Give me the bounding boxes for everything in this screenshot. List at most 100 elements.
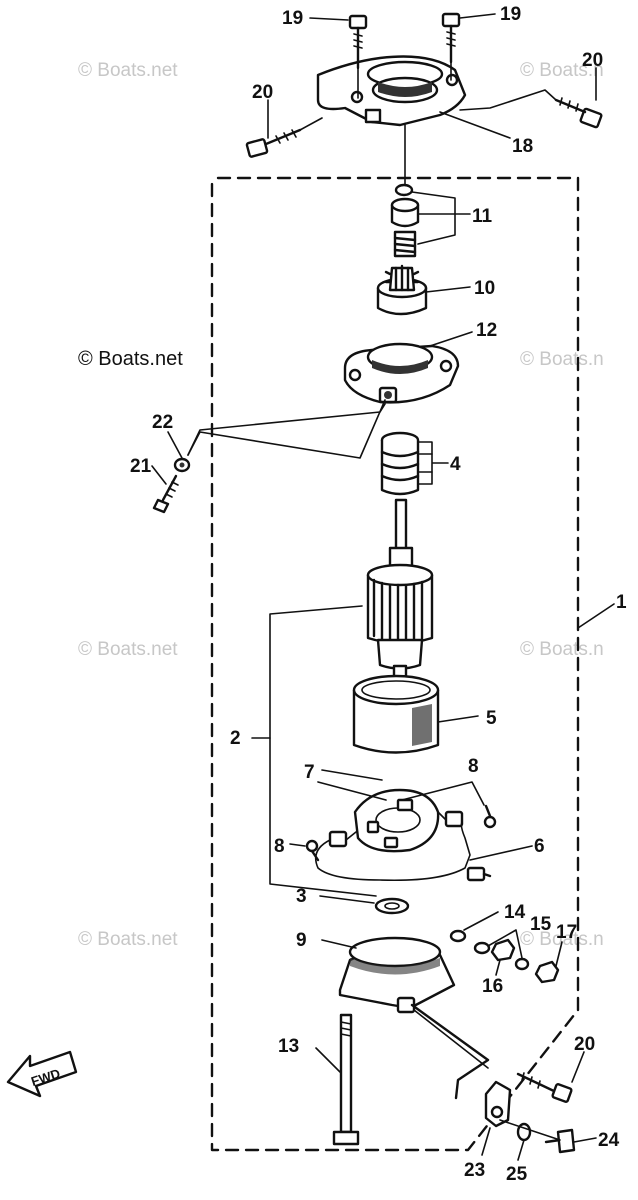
watermark: © Boats.net xyxy=(78,639,178,660)
leader-10 xyxy=(425,286,471,293)
leader-11-bracket xyxy=(411,191,456,245)
leader-19b xyxy=(459,13,496,19)
thrust-washer xyxy=(374,897,410,915)
callout-17: 17 xyxy=(556,922,577,943)
leader-4-ticks xyxy=(417,453,433,473)
yoke xyxy=(352,674,440,754)
leader-20-right-axis xyxy=(459,89,557,111)
callout-25: 25 xyxy=(506,1164,528,1185)
callout-1: 1 xyxy=(616,592,627,613)
callout-13: 13 xyxy=(278,1036,299,1057)
leader-8-left xyxy=(289,843,306,847)
leader-20-left-axis xyxy=(299,117,323,131)
callout-15: 15 xyxy=(530,914,552,935)
leader-4 xyxy=(417,441,449,485)
callout-11: 11 xyxy=(472,206,493,227)
callout-20: 20 xyxy=(582,50,603,71)
callout-24: 24 xyxy=(598,1130,620,1151)
screw-8-right xyxy=(483,804,497,829)
pinion-spring xyxy=(393,230,417,258)
watermark: © Boats.net xyxy=(78,929,178,950)
callout-5: 5 xyxy=(486,708,497,729)
callout-9: 9 xyxy=(296,930,307,951)
leader-1 xyxy=(577,603,615,629)
leader-6 xyxy=(469,845,533,861)
leader-24 xyxy=(573,1137,597,1143)
upper-bracket xyxy=(316,55,467,127)
callout-3: 3 xyxy=(296,886,307,907)
leader-3 xyxy=(319,895,375,904)
clamp-23 xyxy=(484,1080,512,1128)
screw-8-left xyxy=(305,839,320,862)
terminal-bolt-6 xyxy=(466,866,492,882)
bolt-lower xyxy=(516,1072,573,1103)
lead-wire xyxy=(410,1003,490,1100)
pinion-gear xyxy=(376,264,428,316)
callout-8: 8 xyxy=(468,756,479,777)
washer-14 xyxy=(449,929,467,943)
watermark: © Boats.n xyxy=(520,349,604,370)
callout-7: 7 xyxy=(304,762,315,783)
watermark: © Boats.n xyxy=(520,929,604,950)
leader-14 xyxy=(463,911,499,931)
leader-25 xyxy=(517,1139,525,1161)
washer-15 xyxy=(473,941,491,955)
washer-15b xyxy=(514,957,530,971)
leader-18 xyxy=(439,111,511,139)
callout-20: 20 xyxy=(574,1034,595,1055)
nut-16 xyxy=(490,938,516,962)
leader-19a xyxy=(309,17,349,21)
brush-springs xyxy=(380,431,420,496)
watermark: © Boats.net xyxy=(78,60,178,81)
callout-19: 19 xyxy=(282,8,303,29)
callout-21: 21 xyxy=(130,456,152,477)
fwd-arrow-icon: FWD xyxy=(6,1050,78,1098)
leader-22 xyxy=(167,431,183,459)
front-bracket xyxy=(343,342,460,404)
callout-16: 16 xyxy=(482,976,503,997)
brush-holder xyxy=(353,788,440,853)
axis-21-b xyxy=(187,399,386,459)
leader-23 xyxy=(481,1127,491,1156)
leader-13 xyxy=(315,1047,341,1073)
leader-8-right xyxy=(401,781,485,806)
leader-9 xyxy=(321,939,357,949)
brush-left xyxy=(328,830,348,848)
clip-ring xyxy=(394,183,414,197)
through-bolt xyxy=(332,1013,360,1146)
axis-24 xyxy=(499,1119,561,1141)
callout-8: 8 xyxy=(274,836,285,857)
bolt-left-side xyxy=(245,128,302,158)
screw-24 xyxy=(544,1128,576,1154)
watermark: © Boats.net xyxy=(78,348,183,370)
callout-2: 2 xyxy=(230,728,241,749)
rear-bracket xyxy=(338,936,456,1014)
lead-wire-2 xyxy=(413,1009,489,1069)
stop-collar xyxy=(390,197,420,228)
brush-leads xyxy=(345,811,447,841)
leader-21 xyxy=(151,465,167,485)
leader-5 xyxy=(437,715,479,723)
callout-6: 6 xyxy=(534,836,545,857)
brush-wire xyxy=(314,821,471,882)
leader-7 xyxy=(317,769,387,801)
bolt-right-side xyxy=(554,97,603,129)
brush-right xyxy=(444,810,464,828)
callout-12: 12 xyxy=(476,320,497,341)
armature xyxy=(366,498,434,702)
assembly-boundary xyxy=(210,176,580,1152)
leader-15 xyxy=(487,929,523,959)
nut-17 xyxy=(534,960,560,984)
callout-10: 10 xyxy=(474,278,495,299)
axis-21 xyxy=(187,403,386,456)
washer-22 xyxy=(173,457,191,473)
callout-19: 19 xyxy=(500,4,521,25)
bracket-2 xyxy=(269,605,377,897)
watermark: © Boats.n xyxy=(520,639,604,660)
screw-21 xyxy=(152,474,179,514)
callout-18: 18 xyxy=(512,136,533,157)
leader-17 xyxy=(555,941,563,967)
leader-12 xyxy=(429,331,473,347)
